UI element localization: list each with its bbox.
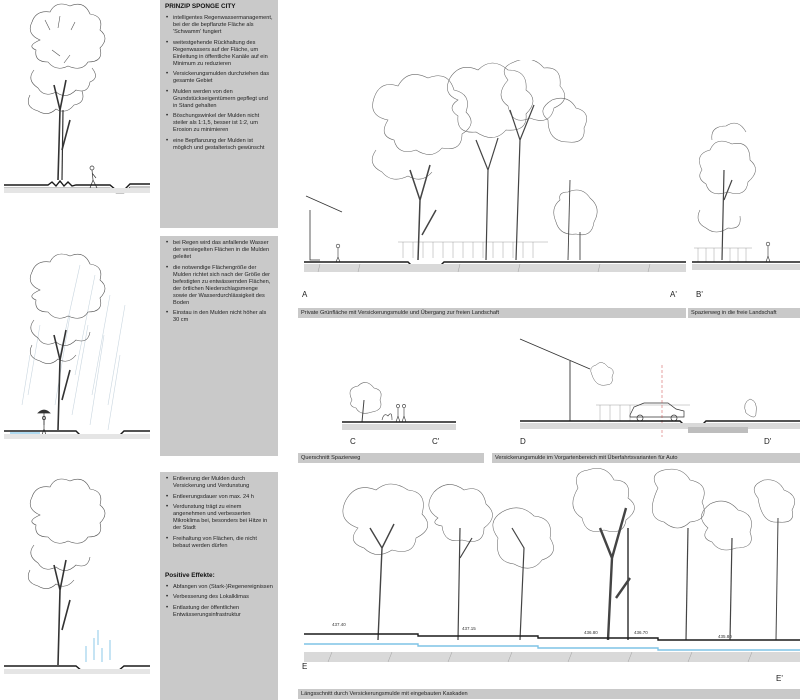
section-bb-drawing xyxy=(692,100,800,305)
list-item: Versickerungsmulden durchziehen das gesa… xyxy=(165,71,273,85)
caption-cc: Querschnitt Spazierweg xyxy=(298,453,484,463)
section-label-c: C xyxy=(350,437,356,446)
list-item: Freihaltung von Flächen, die nicht bebau… xyxy=(165,536,273,550)
list-item: intelligentes Regenwassermanagement, bei… xyxy=(165,15,273,36)
caption-dd: Versickerungsmulde im Vorgartenbereich m… xyxy=(492,453,800,463)
positive-effects-title: Positive Effekte: xyxy=(165,571,215,579)
principle-list-2: bei Regen wird das anfallende Wasser der… xyxy=(165,240,273,324)
list-item: Entleerung der Mulden durch Versickerung… xyxy=(165,476,273,490)
section-label-e: E xyxy=(302,662,308,671)
principle-sketch-evaporation xyxy=(0,470,150,700)
section-aa-drawing xyxy=(298,60,686,305)
level-label: 436.80 xyxy=(584,630,598,635)
level-label: 437.15 xyxy=(462,626,476,631)
section-label-c-prime: C' xyxy=(432,437,440,446)
principle-sketch-dry xyxy=(0,0,150,230)
list-item: Entleerungsdauer von max. 24 h xyxy=(165,494,273,501)
list-item: weitestgehende Rückhaltung des Regenwass… xyxy=(165,40,273,68)
positive-effects-list: Abfangen von (Stark-)Regenereignissen Ve… xyxy=(165,584,273,619)
section-label-a: A xyxy=(302,290,308,299)
caption-ee: Längsschnitt durch Versickerungsmulde mi… xyxy=(298,689,800,699)
list-item: Mulden werden von den Grundstückseigentü… xyxy=(165,89,273,110)
section-label-e-prime: E' xyxy=(776,674,783,683)
level-label: 435.80 xyxy=(718,634,732,639)
list-item: Verdunstung trägt zu einem angenehmen un… xyxy=(165,504,273,532)
section-label-b-prime: B' xyxy=(696,290,703,299)
principle-sketch-rain xyxy=(0,235,150,455)
list-item: Entlastung der öffentlichen Entwässerung… xyxy=(165,605,273,619)
section-label-a-prime: A' xyxy=(670,290,677,299)
principle-text-box-3: Entleerung der Mulden durch Versickerung… xyxy=(160,472,278,700)
list-item: Verbesserung des Lokalklimas xyxy=(165,594,273,601)
list-item: eine Bepflanzung der Mulden ist möglich … xyxy=(165,138,273,152)
section-cc-drawing xyxy=(338,370,458,440)
section-dd-drawing xyxy=(510,335,800,445)
list-item: Böschungswinkel der Mulden nicht steiler… xyxy=(165,113,273,134)
principle-list-3: Entleerung der Mulden durch Versickerung… xyxy=(165,476,273,550)
level-label: 437.40 xyxy=(332,622,346,627)
list-item: Einstau in den Mulden nicht höher als 30… xyxy=(165,310,273,324)
caption-aa: Private Grünfläche mit Versickerungsmuld… xyxy=(298,308,686,318)
section-label-d: D xyxy=(520,437,526,446)
list-item: bei Regen wird das anfallende Wasser der… xyxy=(165,240,273,261)
section-label-d-prime: D' xyxy=(764,437,772,446)
principle-title: PRINZIP SPONGE CITY xyxy=(165,3,236,10)
principle-list-1: intelligentes Regenwassermanagement, bei… xyxy=(165,15,273,152)
level-label: 436.70 xyxy=(634,630,648,635)
principle-text-box-2: bei Regen wird das anfallende Wasser der… xyxy=(160,236,278,456)
section-ee-drawing: 437.40 437.15 436.80 436.70 435.80 xyxy=(298,468,800,688)
caption-bb: Spazierweg in die freie Landschaft xyxy=(688,308,800,318)
principle-text-box-1: PRINZIP SPONGE CITY intelligentes Regenw… xyxy=(160,0,278,228)
list-item: die notwendige Flächengröße der Mulden r… xyxy=(165,265,273,307)
list-item: Abfangen von (Stark-)Regenereignissen xyxy=(165,584,273,591)
